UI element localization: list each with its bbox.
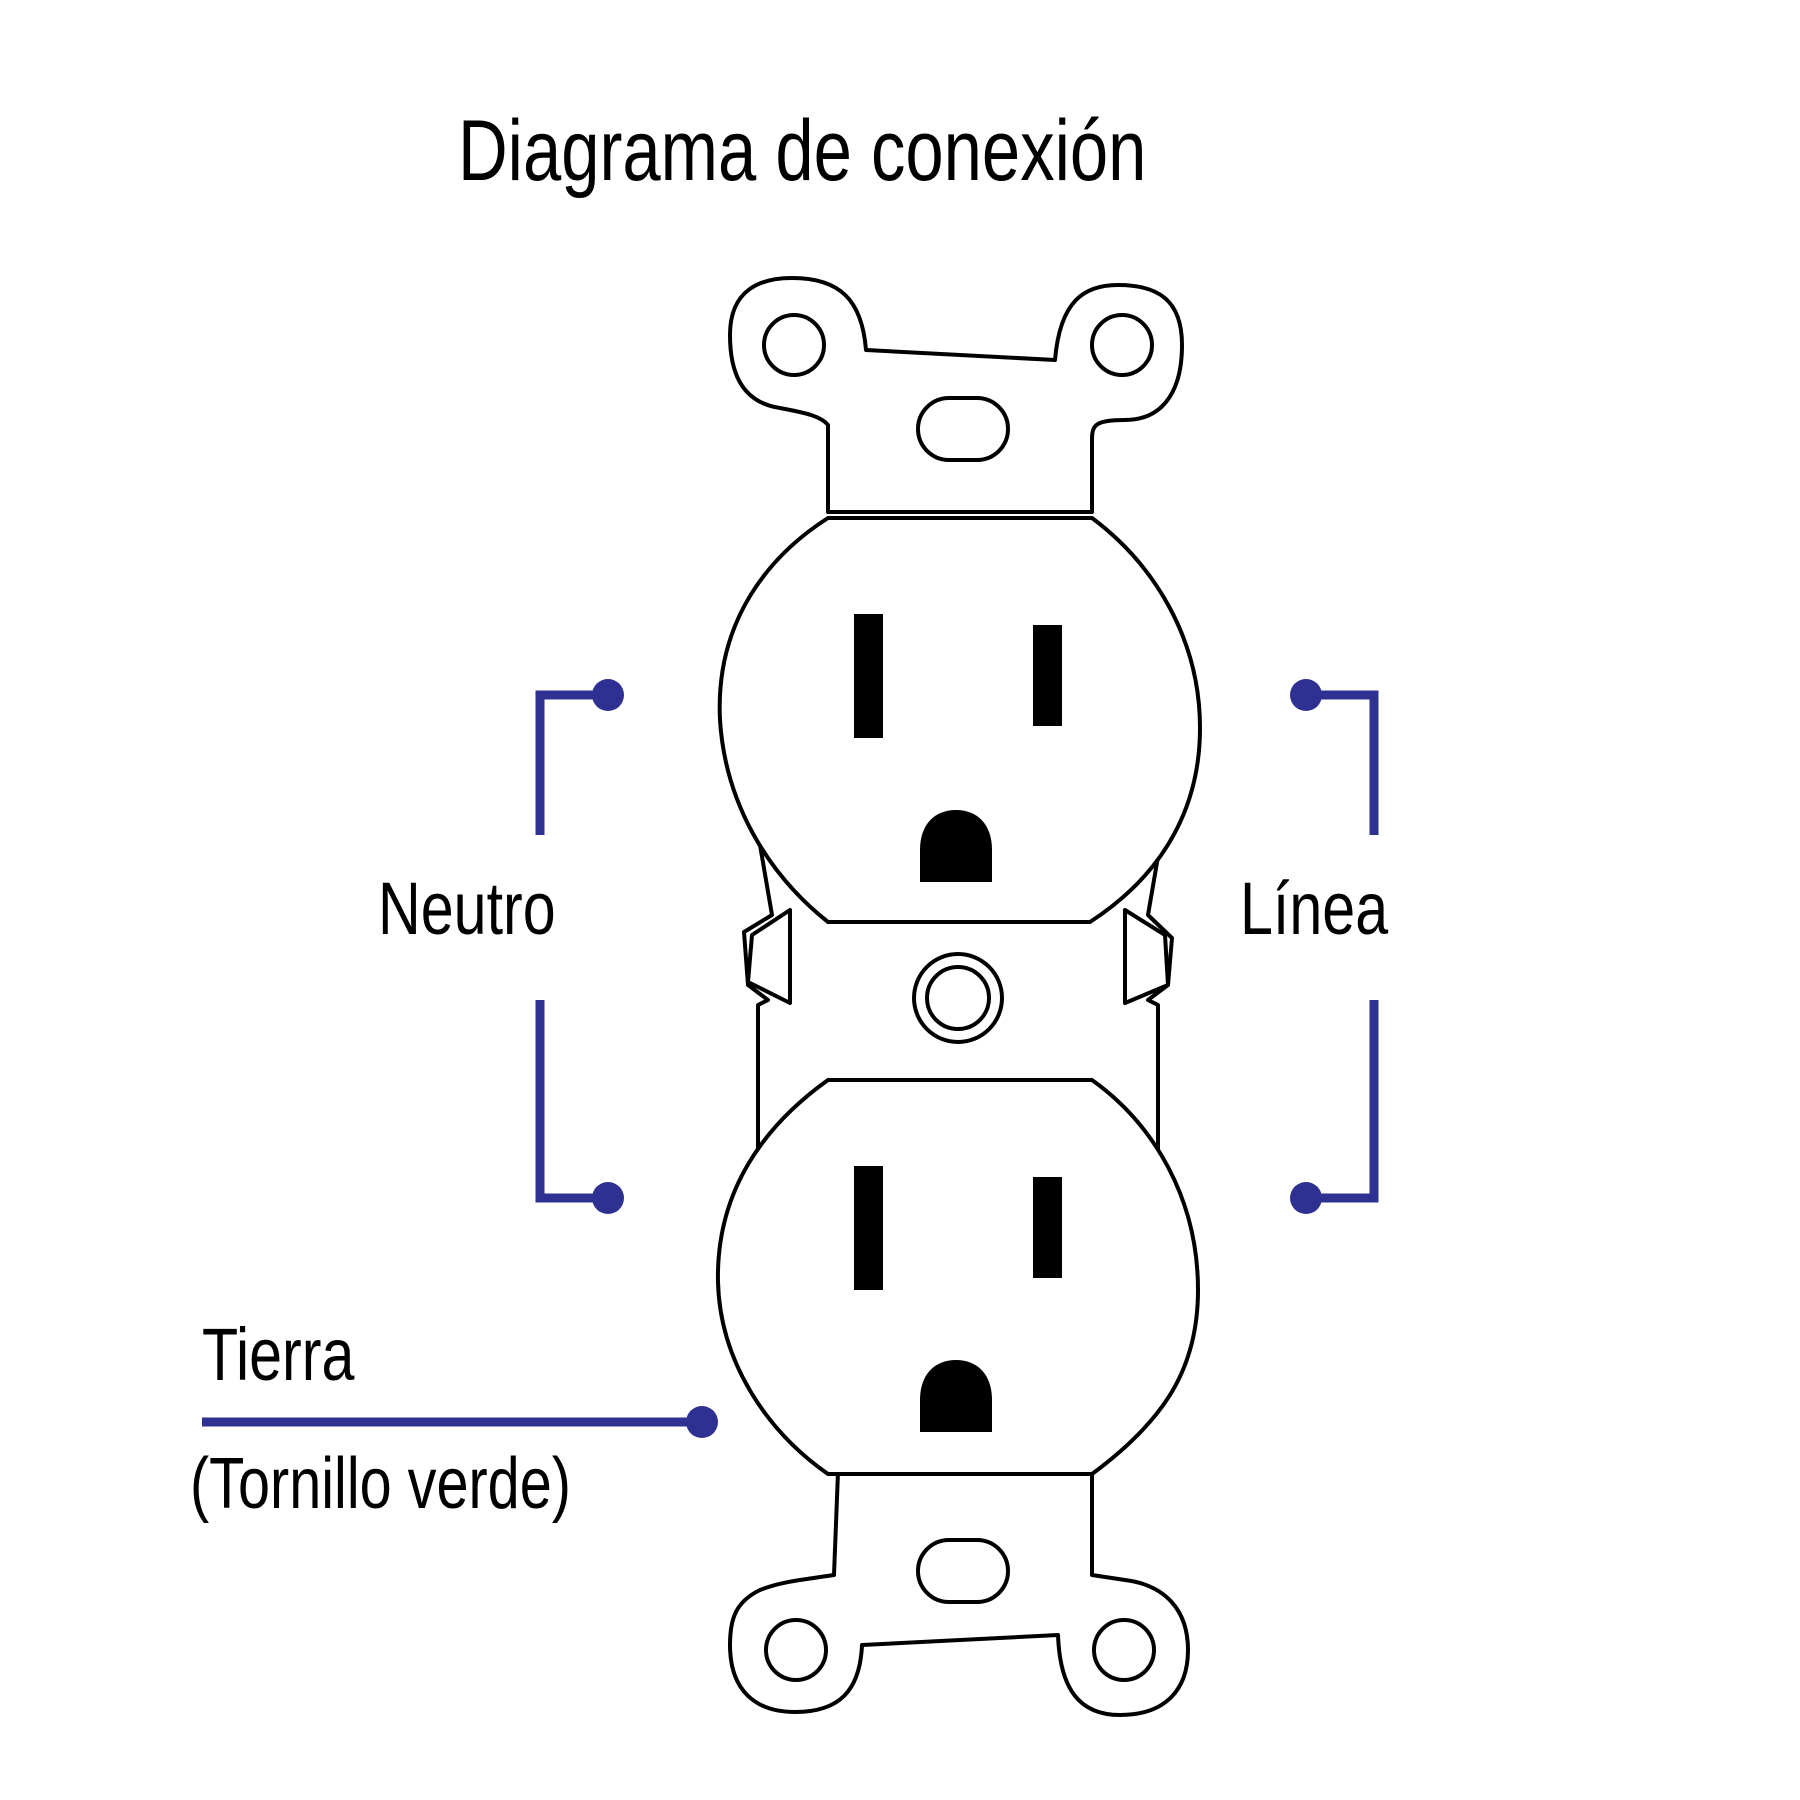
line-label: Línea: [1240, 867, 1389, 950]
top-ground-hole-icon: [920, 810, 992, 882]
top-right-mount-hole-icon: [1090, 313, 1154, 377]
top-left-mount-hole-icon: [762, 313, 826, 377]
left-terminal-tab: [746, 908, 792, 1005]
ground-label: Tierra: [202, 1313, 355, 1396]
line-lower-terminal-dot-icon: [1290, 1182, 1322, 1214]
bottom-neutral-slot-icon: [854, 1166, 883, 1290]
ground-terminal-dot-icon: [686, 1406, 718, 1438]
line-upper-bracket: [1306, 690, 1379, 835]
top-slot-icon: [916, 396, 1010, 462]
right-terminal-tab: [1123, 908, 1170, 1005]
diagram-title: Diagrama de conexión: [458, 103, 1147, 199]
bottom-receptacle-face: [715, 1078, 1200, 1476]
line-lower-bracket: [1306, 1000, 1379, 1203]
bottom-right-mount-hole-icon: [1092, 1618, 1156, 1682]
top-hot-slot-icon: [1033, 625, 1062, 726]
neutral-upper-bracket: [535, 690, 608, 835]
ground-note: (Tornillo verde): [190, 1444, 571, 1524]
neutral-lower-terminal-dot-icon: [592, 1182, 624, 1214]
bottom-hot-slot-icon: [1033, 1177, 1062, 1278]
top-receptacle-face: [717, 516, 1202, 924]
center-screw-inner-icon: [925, 965, 991, 1031]
bottom-ground-hole-icon: [920, 1360, 992, 1432]
neutral-label: Neutro: [378, 867, 556, 950]
bottom-slot-icon: [916, 1538, 1010, 1604]
top-neutral-slot-icon: [854, 614, 883, 738]
top-mounting-strap: [728, 276, 1184, 514]
neutral-upper-terminal-dot-icon: [592, 679, 624, 711]
line-upper-terminal-dot-icon: [1290, 679, 1322, 711]
neutral-lower-bracket: [535, 1000, 608, 1203]
bottom-left-mount-hole-icon: [764, 1618, 828, 1682]
